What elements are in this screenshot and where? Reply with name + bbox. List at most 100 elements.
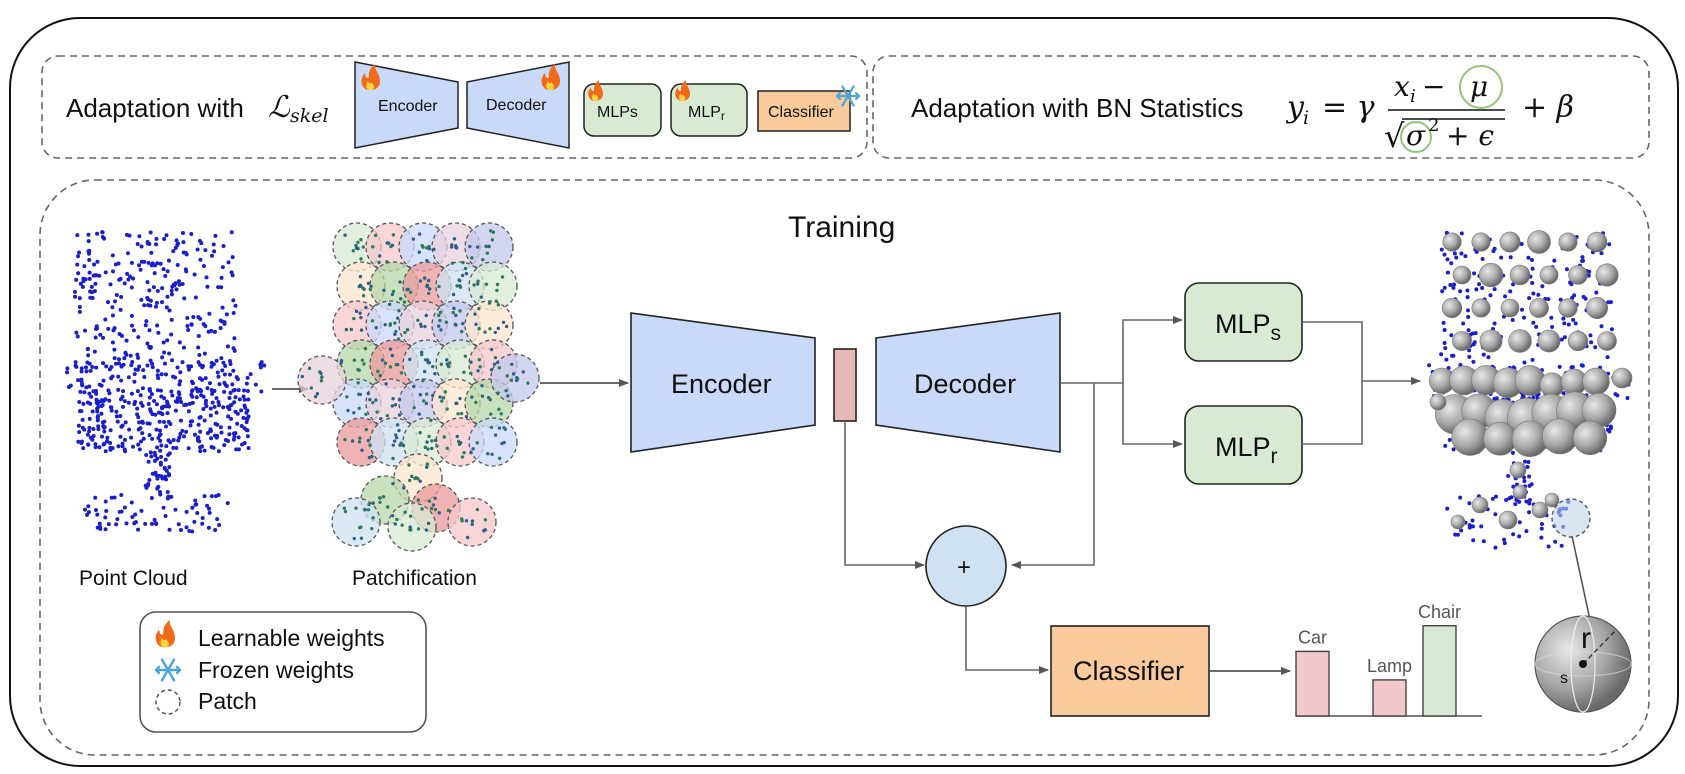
skeleton-point bbox=[1453, 532, 1458, 537]
patch-point bbox=[426, 291, 431, 296]
cloud-point bbox=[181, 345, 186, 350]
cloud-point bbox=[150, 471, 155, 476]
patch-point bbox=[345, 395, 349, 399]
skeleton-adaptation-label: Adaptation with bbox=[66, 93, 244, 123]
cloud-point bbox=[93, 445, 98, 450]
patch-point bbox=[434, 438, 438, 443]
cloud-point bbox=[190, 381, 195, 386]
patch-point bbox=[385, 413, 390, 418]
patch-point bbox=[412, 405, 416, 410]
patch-point bbox=[393, 332, 397, 336]
cloud-point bbox=[152, 398, 157, 403]
cloud-point bbox=[173, 281, 178, 286]
cloud-point bbox=[138, 393, 143, 398]
patch-point bbox=[400, 523, 404, 527]
cloud-point bbox=[85, 360, 90, 365]
cloud-point bbox=[125, 271, 130, 276]
patch-point bbox=[457, 278, 461, 282]
cloud-point bbox=[80, 284, 85, 289]
skeleton-point bbox=[1451, 353, 1456, 358]
patch-point bbox=[408, 357, 412, 362]
cloud-point bbox=[159, 394, 164, 399]
classifier-block bbox=[1050, 625, 1210, 717]
cloud-point bbox=[107, 367, 112, 372]
cloud-point bbox=[155, 323, 160, 328]
cloud-point bbox=[84, 512, 89, 517]
cloud-point bbox=[248, 372, 253, 377]
cloud-point bbox=[130, 444, 135, 449]
patch-point bbox=[489, 425, 494, 430]
cloud-point bbox=[230, 255, 235, 260]
cloud-point bbox=[65, 366, 70, 371]
chart-bar-lamp bbox=[1372, 679, 1407, 717]
skeleton-point bbox=[1531, 291, 1536, 296]
skeleton-point bbox=[1525, 464, 1530, 469]
cloud-point bbox=[77, 296, 82, 301]
patch-point bbox=[460, 517, 464, 521]
cloud-point bbox=[193, 295, 198, 300]
skeleton-sphere bbox=[1471, 298, 1491, 318]
patch-point bbox=[471, 447, 475, 451]
skeleton-point bbox=[1550, 325, 1555, 330]
patch-point bbox=[497, 426, 502, 430]
cloud-point bbox=[91, 426, 96, 431]
zoom-connector bbox=[1571, 535, 1591, 621]
cloud-point bbox=[75, 334, 80, 339]
cloud-point bbox=[138, 267, 143, 272]
cloud-point bbox=[239, 408, 244, 413]
cloud-point bbox=[142, 259, 147, 264]
cloud-point bbox=[128, 353, 133, 358]
cloud-point bbox=[75, 262, 80, 267]
cloud-point bbox=[176, 390, 181, 395]
skeleton-point bbox=[1480, 285, 1485, 290]
skeleton-sphere bbox=[1512, 484, 1528, 500]
skeleton-point bbox=[1494, 396, 1499, 401]
patch-point bbox=[475, 245, 480, 249]
patch-point bbox=[420, 243, 424, 248]
cloud-point bbox=[149, 392, 154, 397]
cloud-point bbox=[161, 419, 166, 424]
cloud-point bbox=[90, 409, 95, 414]
cloud-point bbox=[158, 261, 163, 266]
cloud-point bbox=[109, 376, 114, 381]
patch-point bbox=[483, 330, 487, 334]
cloud-point bbox=[165, 496, 170, 501]
cloud-point bbox=[201, 322, 206, 327]
cloud-point bbox=[103, 270, 108, 275]
patch-point bbox=[424, 392, 429, 396]
mlps-to-output-connectors bbox=[1302, 321, 1421, 445]
patch-point bbox=[357, 368, 361, 372]
patch-point bbox=[481, 257, 485, 262]
cloud-point bbox=[159, 405, 164, 410]
cloud-point bbox=[190, 505, 195, 510]
patch-point bbox=[430, 393, 435, 398]
patch-point bbox=[445, 362, 450, 366]
patch-point bbox=[419, 322, 423, 326]
cloud-point bbox=[245, 434, 250, 439]
cloud-point bbox=[228, 390, 233, 395]
cloud-point bbox=[87, 416, 92, 421]
patch-point bbox=[458, 309, 462, 313]
skeleton-point bbox=[1607, 242, 1612, 247]
cloud-point bbox=[146, 459, 151, 464]
patch-point bbox=[458, 396, 462, 401]
patch-point bbox=[495, 360, 500, 365]
cloud-point bbox=[167, 351, 172, 356]
patch-point bbox=[458, 285, 463, 289]
skeleton-point bbox=[1470, 331, 1475, 336]
skeleton-sphere bbox=[1498, 510, 1518, 530]
skeleton-point bbox=[1571, 317, 1576, 322]
patch-point bbox=[437, 511, 441, 515]
cloud-point bbox=[162, 361, 167, 366]
patch-point bbox=[431, 364, 435, 369]
cloud-point bbox=[109, 495, 114, 500]
skeleton-point bbox=[1613, 392, 1618, 397]
patch-point bbox=[399, 297, 403, 301]
cloud-point bbox=[114, 522, 119, 527]
cloud-point bbox=[93, 335, 98, 340]
patch-point bbox=[371, 400, 375, 405]
cloud-point bbox=[137, 234, 142, 239]
cloud-point bbox=[140, 386, 145, 391]
skeleton-point bbox=[1593, 345, 1598, 350]
skeleton-point bbox=[1442, 252, 1447, 257]
